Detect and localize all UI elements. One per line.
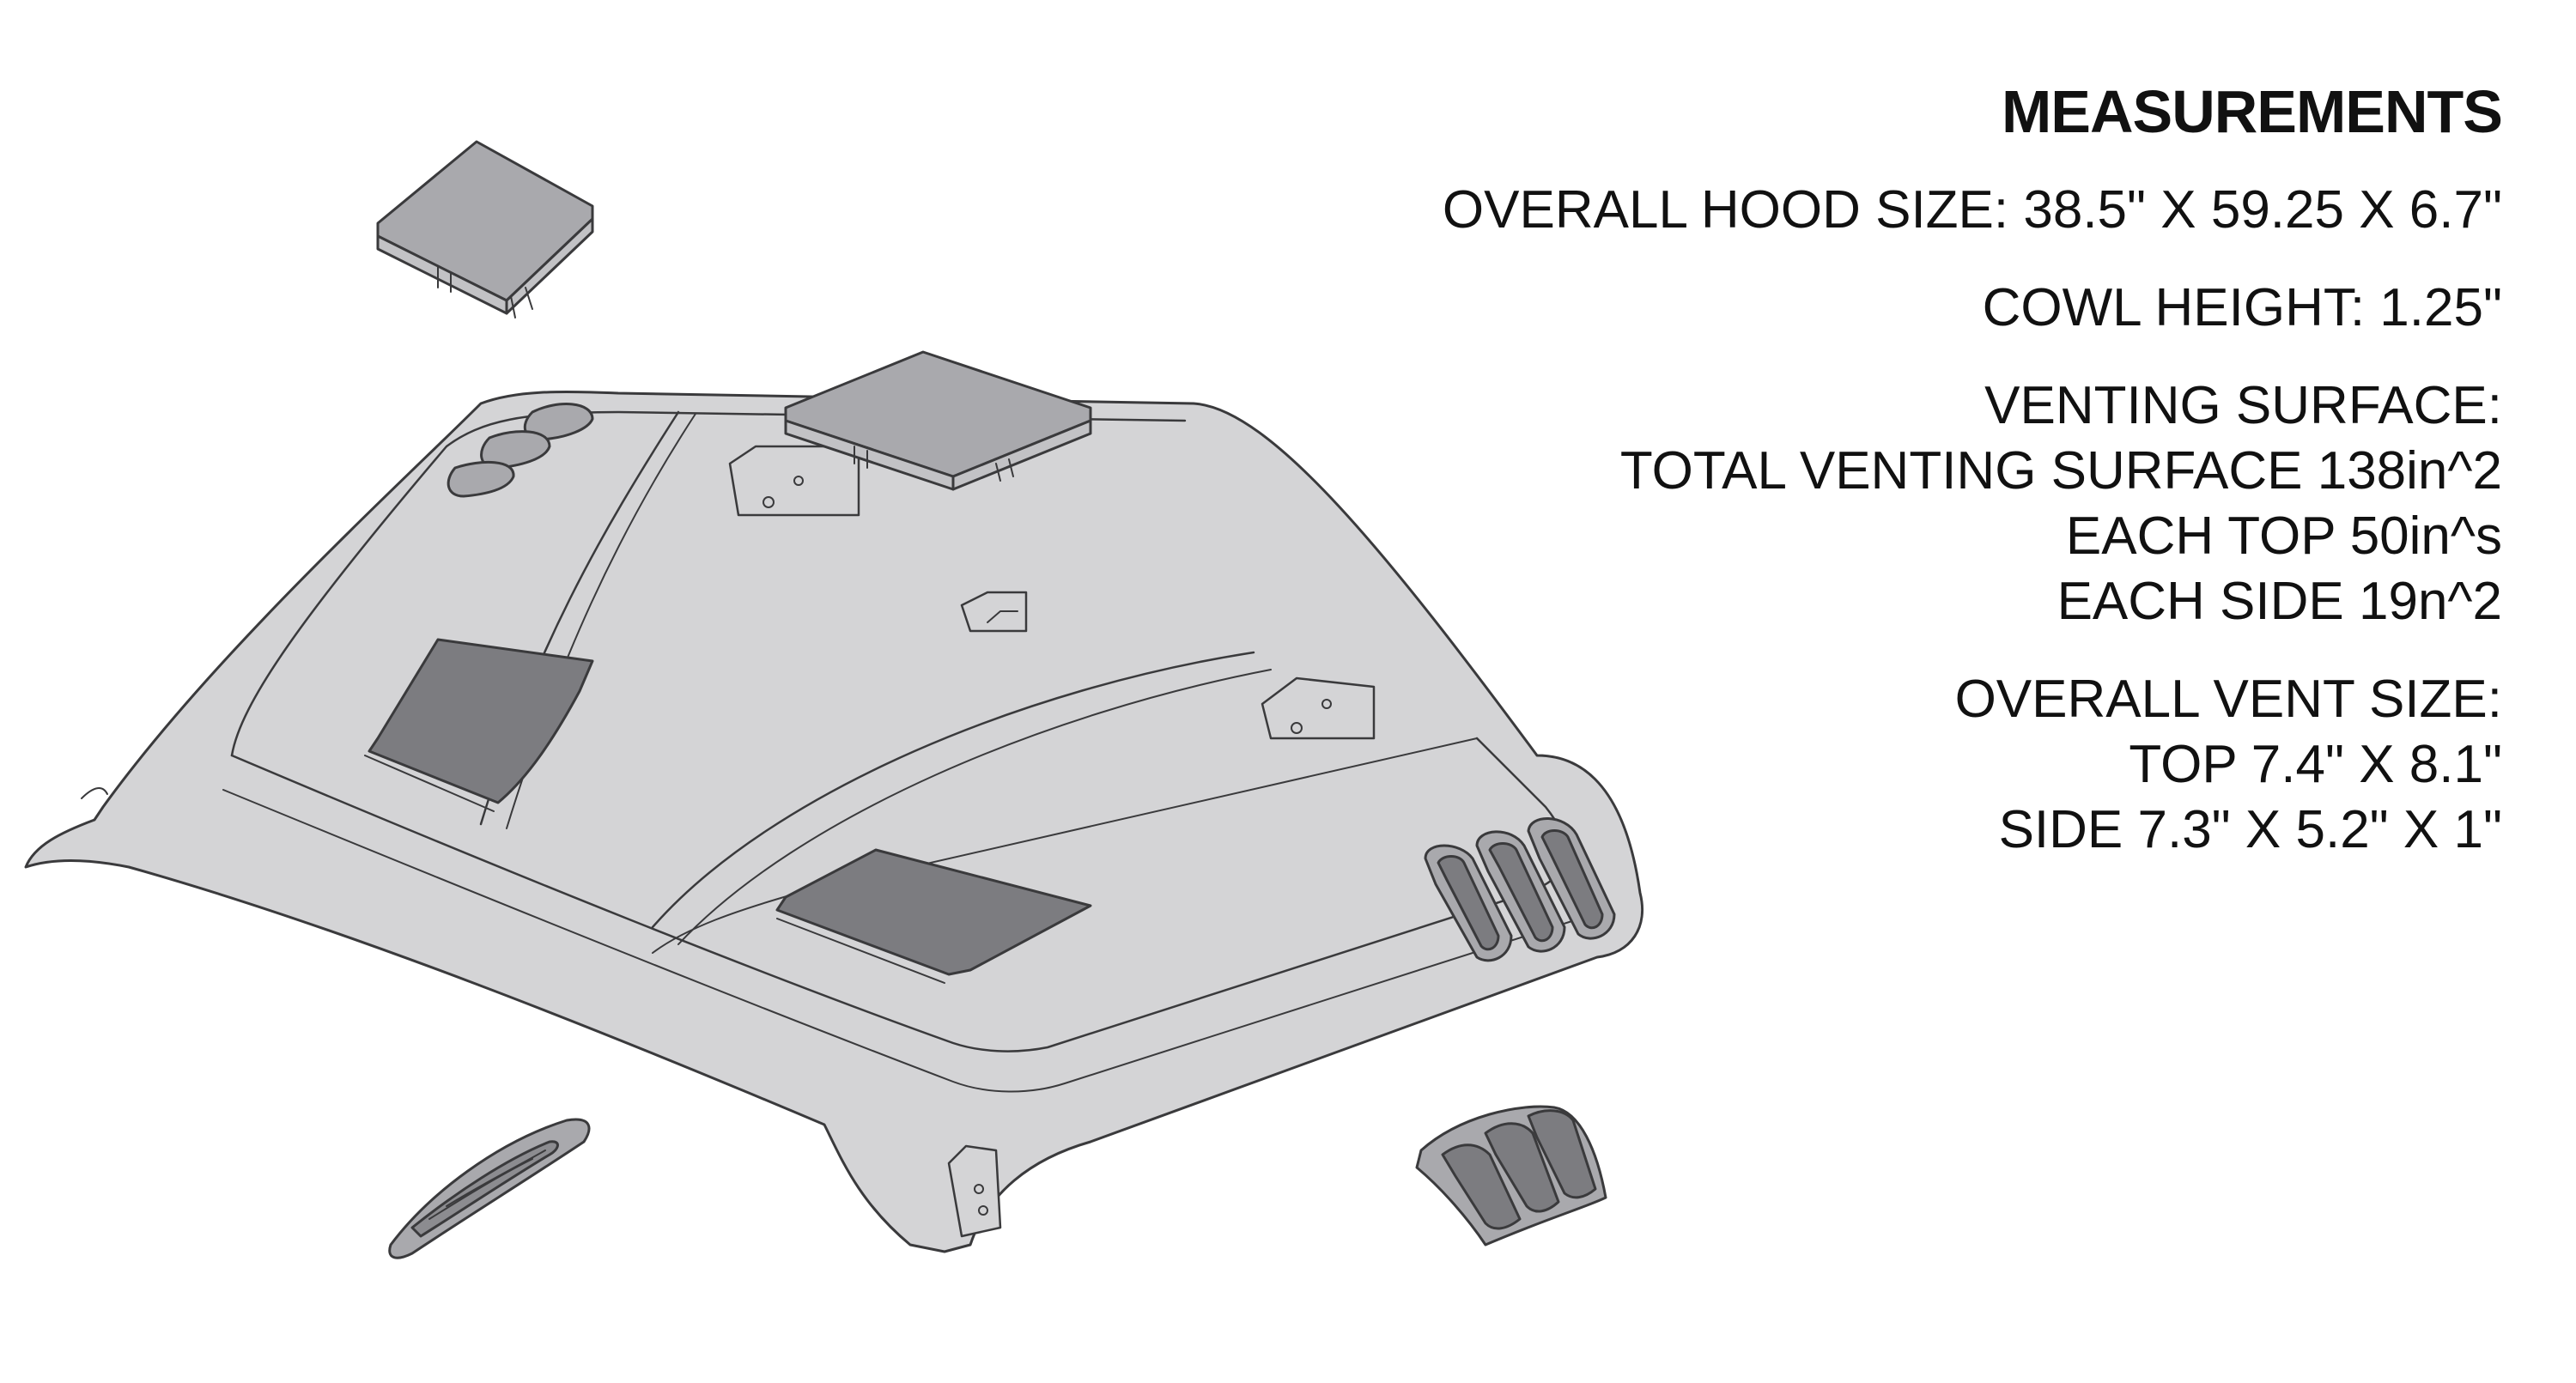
- top-vent-panel-left-exploded: [376, 140, 594, 318]
- overall-hood-size: OVERALL HOOD SIZE: 38.5" X 59.25 X 6.7": [1442, 180, 2502, 240]
- measurements-heading: MEASUREMENTS: [2001, 78, 2503, 145]
- venting-surface-label: VENTING SURFACE:: [1984, 376, 2502, 435]
- measurements-panel: MEASUREMENTS OVERALL HOOD SIZE: 38.5" X …: [1257, 78, 2503, 895]
- each-side-venting: EACH SIDE 19n^2: [2057, 572, 2502, 631]
- each-top-venting: EACH TOP 50in^s: [2065, 506, 2502, 566]
- top-vent-left-installed: [364, 638, 594, 812]
- top-vent-size: TOP 7.4" X 8.1": [2129, 735, 2502, 794]
- top-vent-right-installed: [775, 848, 1092, 984]
- total-venting-surface: TOTAL VENTING SURFACE 138in^2: [1619, 441, 2502, 500]
- side-vent-left-exploded: [388, 1118, 591, 1259]
- side-vent-size: SIDE 7.3" X 5.2" X 1": [1998, 800, 2502, 859]
- overall-vent-size-label: OVERALL VENT SIZE:: [1954, 670, 2502, 729]
- side-vent-right-exploded: [1415, 1105, 1607, 1247]
- side-vent-left-installed: [447, 403, 594, 498]
- top-vent-panel-right-exploded: [784, 350, 1092, 491]
- side-vent-right-installed: [1424, 817, 1616, 962]
- hood-body: [24, 390, 1644, 1253]
- cowl-height: COWL HEIGHT: 1.25": [1982, 278, 2502, 337]
